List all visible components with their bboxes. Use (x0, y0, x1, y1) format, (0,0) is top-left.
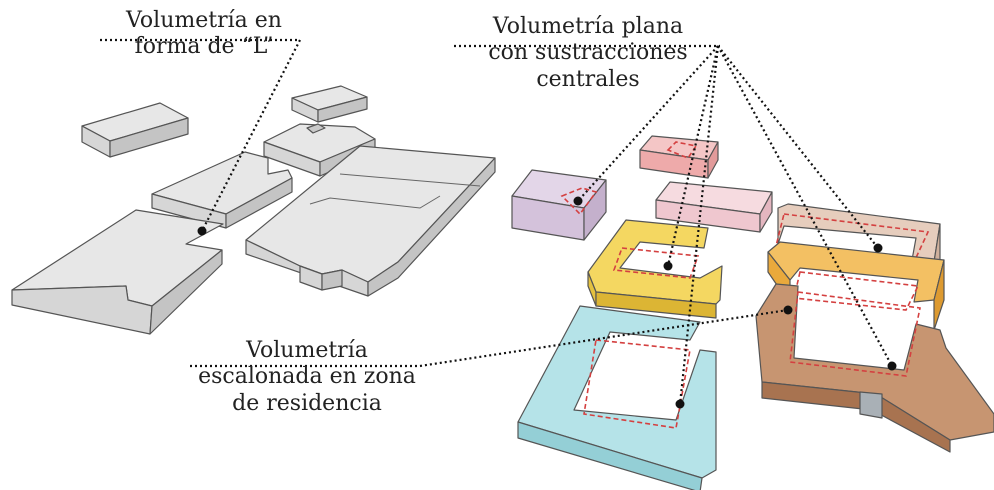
point-escalonada (783, 305, 793, 315)
brown-courtyard-block (755, 283, 994, 453)
leader-l-shape (201, 39, 301, 232)
point-plana-5 (887, 361, 897, 371)
leader-lines (100, 38, 893, 405)
label-escalonada: Volumetría escalonada en zona de residen… (182, 338, 432, 417)
label-plana-line1: Volumetría plana (492, 14, 684, 39)
label-escalonada-line2: escalonada en zona (198, 364, 416, 390)
leader-points (197, 196, 897, 409)
label-l-shape: Volumetría en forma de “L” (104, 8, 304, 61)
purple-block (511, 169, 607, 241)
point-plana-2 (663, 261, 673, 271)
label-plana-line2: con sustracciones (488, 40, 688, 66)
label-l-shape-line1: Volumetría en (126, 8, 282, 33)
leader-plana-5 (717, 45, 893, 367)
leader-plana-3 (678, 45, 720, 405)
cyan-courtyard-block (517, 305, 717, 490)
label-plana: Volumetría plana con sustracciones centr… (448, 14, 728, 93)
label-escalonada-line1: Volumetría (246, 338, 368, 363)
label-l-shape-line2: forma de “L” (134, 34, 274, 60)
point-l-shape (197, 226, 207, 236)
yellow-courtyard-block (587, 219, 723, 319)
gray-block-l-shape-large (11, 209, 224, 335)
label-escalonada-line3: de residencia (232, 390, 382, 416)
label-plana-line3: centrales (536, 66, 640, 92)
gray-block-top-center (291, 85, 368, 123)
gray-block-small-left (81, 102, 189, 158)
gray-block-large-right (245, 145, 496, 297)
red-block (639, 135, 719, 179)
point-plana-4 (873, 243, 883, 253)
pink-block (655, 181, 773, 233)
point-plana-1 (573, 196, 583, 206)
leader-escalonada (419, 308, 789, 368)
point-plana-3 (675, 399, 685, 409)
